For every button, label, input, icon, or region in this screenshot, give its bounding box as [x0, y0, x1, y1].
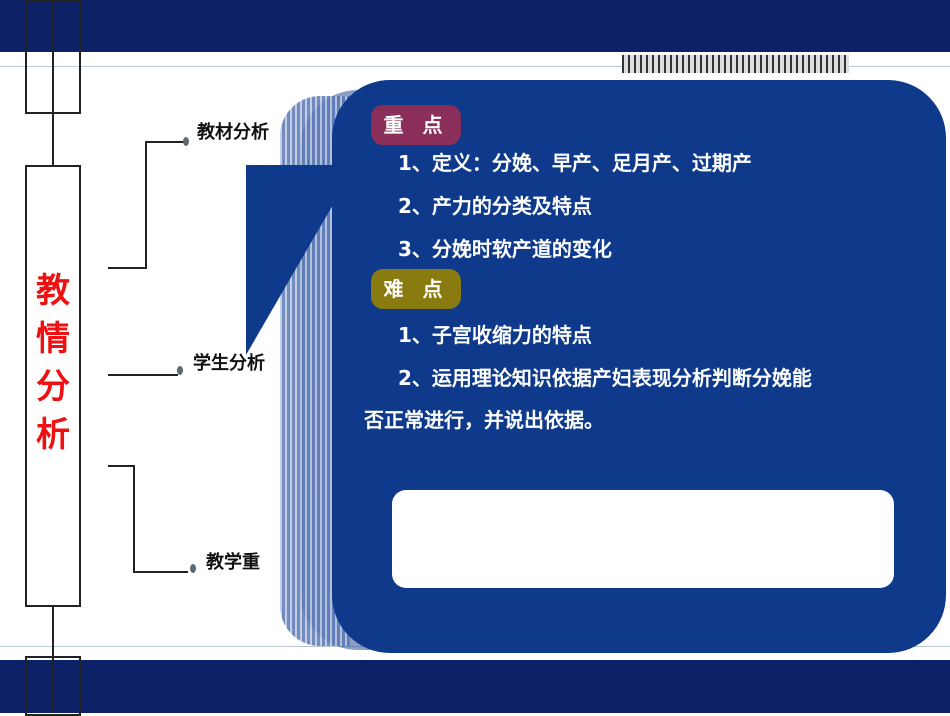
key-point: 1、定义：分娩、早产、足月产、过期产 [398, 151, 752, 175]
top-banner [0, 0, 950, 52]
side-title: 教情分析 [36, 271, 70, 455]
branch-line [145, 141, 147, 269]
branch-label-students[interactable]: 学生分析 [193, 353, 265, 374]
branch-line [108, 374, 178, 376]
blank-white-panel [392, 490, 894, 588]
branch-label-keypoints[interactable]: 教学重 [206, 552, 260, 573]
bullet-dot [177, 366, 183, 375]
key-points-badge: 重 点 [371, 105, 461, 145]
branch-line [133, 571, 188, 573]
branch-label-textbook[interactable]: 教材分析 [197, 122, 269, 143]
hard-point: 2、运用理论知识依据产妇表现分析判断分娩能 [398, 366, 812, 390]
key-point: 2、产力的分类及特点 [398, 194, 592, 218]
branch-line [108, 267, 146, 269]
photo-fragment [622, 55, 849, 73]
hard-point: 1、子宫收缩力的特点 [398, 323, 592, 347]
side-title-box: 教情分析 [25, 165, 81, 607]
branch-line [133, 465, 135, 573]
hard-points-badge: 难 点 [371, 269, 461, 309]
bottom-small-box [25, 656, 81, 716]
top-small-box [25, 0, 81, 114]
branch-line [145, 141, 185, 143]
bullet-dot [183, 137, 189, 146]
key-point: 3、分娩时软产道的变化 [398, 237, 612, 261]
branch-line [108, 465, 134, 467]
hard-point: 否正常进行，并说出依据。 [364, 408, 604, 432]
bullet-dot [190, 564, 196, 573]
top-divider [0, 66, 950, 67]
bottom-banner [0, 660, 950, 713]
